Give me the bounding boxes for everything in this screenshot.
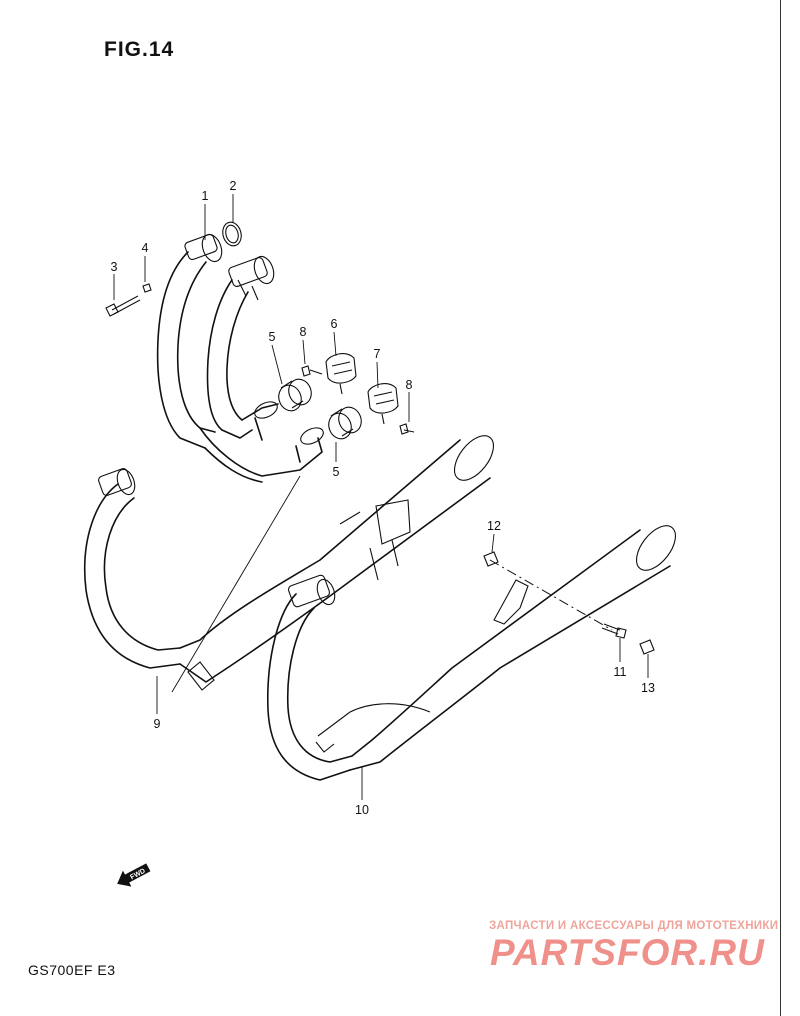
part-8-label-lower: 8 <box>406 378 413 392</box>
part-2-label: 2 <box>230 179 237 193</box>
part-8-label-upper: 8 <box>300 325 307 339</box>
part-5-label-upper: 5 <box>269 330 276 344</box>
muffler-10 <box>266 525 676 781</box>
part-13-label: 13 <box>641 681 655 695</box>
nut-4 <box>142 283 152 293</box>
watermark-brand: PARTSFOR.RU <box>490 932 765 973</box>
assembly-guide-line <box>171 475 301 693</box>
exhaust-header-pipes <box>156 233 324 483</box>
clamp-6 <box>325 353 357 395</box>
connector-sleeve-lower <box>328 406 362 440</box>
model-code: GS700EF E3 <box>28 962 116 978</box>
clamp-7 <box>367 383 399 425</box>
connector-sleeve-upper <box>278 378 312 412</box>
page-edge-line <box>780 0 781 1016</box>
part-6-label: 6 <box>331 317 338 331</box>
fwd-label: FWD <box>129 868 146 882</box>
alignment-dashline <box>489 559 613 631</box>
part-9-label: 9 <box>154 717 161 731</box>
figure-title: FIG.14 <box>104 38 175 61</box>
gasket-ring <box>222 221 242 247</box>
part-1-label: 1 <box>202 189 209 203</box>
part-5-label-lower: 5 <box>333 465 340 479</box>
part-4-label: 4 <box>142 241 149 255</box>
bolt-8-lower <box>399 423 415 435</box>
part-10-label: 10 <box>355 803 369 817</box>
nut-12 <box>483 551 499 567</box>
bolt-8-upper <box>301 365 323 377</box>
bolt-3 <box>105 295 141 317</box>
part-11-label: 11 <box>614 665 627 679</box>
cap-13 <box>639 639 655 655</box>
bolt-11 <box>601 623 627 639</box>
watermark-caption: ЗАПЧАСТИ И АКСЕССУАРЫ ДЛЯ МОТОТЕХНИКИ <box>489 920 779 932</box>
part-3-label: 3 <box>111 260 118 274</box>
fwd-arrow-icon: FWD <box>117 863 151 887</box>
part-7-label: 7 <box>374 347 381 361</box>
part-12-label: 12 <box>487 519 501 533</box>
